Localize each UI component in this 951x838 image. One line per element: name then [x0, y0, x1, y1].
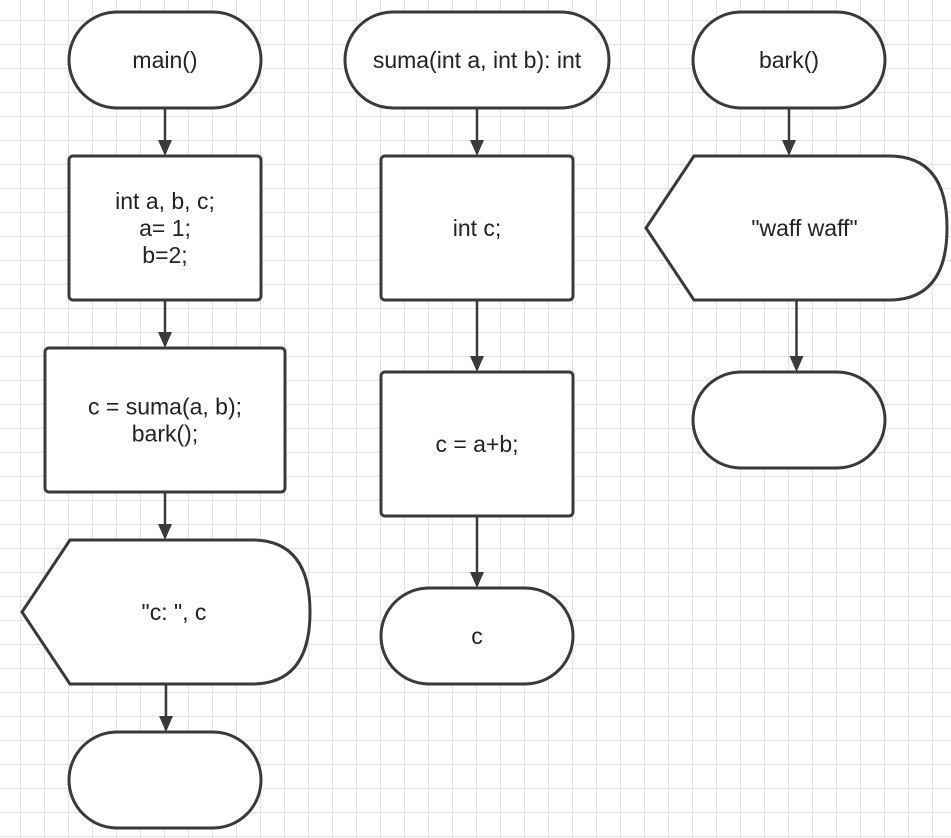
node-process-m3[interactable] — [43, 346, 287, 494]
arrowhead-s1-s2 — [470, 140, 484, 156]
node-label-m4-0: "c: ", c — [142, 599, 207, 625]
node-terminator-m1[interactable] — [67, 10, 263, 110]
node-label-s4-0: c — [471, 623, 483, 649]
node-label-m2-2: b=2; — [142, 242, 187, 268]
arrowhead-s3-s4 — [470, 572, 484, 588]
node-display-b2[interactable] — [644, 154, 949, 302]
node-terminator-b1[interactable] — [691, 10, 887, 110]
node-terminator-b3[interactable] — [691, 370, 887, 470]
node-label-s2-0: int c; — [453, 215, 502, 241]
node-label-m3-1: bark(); — [132, 421, 198, 447]
node-process-m2[interactable] — [67, 154, 263, 302]
node-process-s3[interactable] — [379, 370, 575, 518]
node-label-s1-0: suma(int a, int b): int — [373, 47, 582, 73]
node-label-b2-0: "waff waff" — [751, 215, 857, 241]
arrowhead-m1-m2 — [158, 140, 172, 156]
arrowhead-b1-b2 — [782, 140, 796, 156]
node-label-m3-0: c = suma(a, b); — [88, 394, 242, 420]
node-terminator-s1[interactable] — [343, 10, 611, 110]
node-label-b1-0: bark() — [759, 47, 819, 73]
node-terminator-m5[interactable] — [67, 730, 263, 830]
arrowhead-b2-b3 — [789, 356, 804, 372]
arrowhead-m3-m4 — [158, 524, 172, 540]
node-label-s3-0: c = a+b; — [435, 431, 518, 457]
arrowhead-m4-m5 — [159, 716, 173, 732]
node-label-m2-1: a= 1; — [139, 215, 191, 241]
node-label-m1-0: main() — [132, 47, 197, 73]
arrowhead-m2-m3 — [158, 332, 172, 348]
node-terminator-s4[interactable] — [379, 586, 575, 686]
node-process-s2[interactable] — [379, 154, 575, 302]
arrowhead-s2-s3 — [470, 356, 484, 372]
node-label-m2-0: int a, b, c; — [115, 188, 215, 214]
node-display-m4[interactable] — [20, 538, 312, 686]
